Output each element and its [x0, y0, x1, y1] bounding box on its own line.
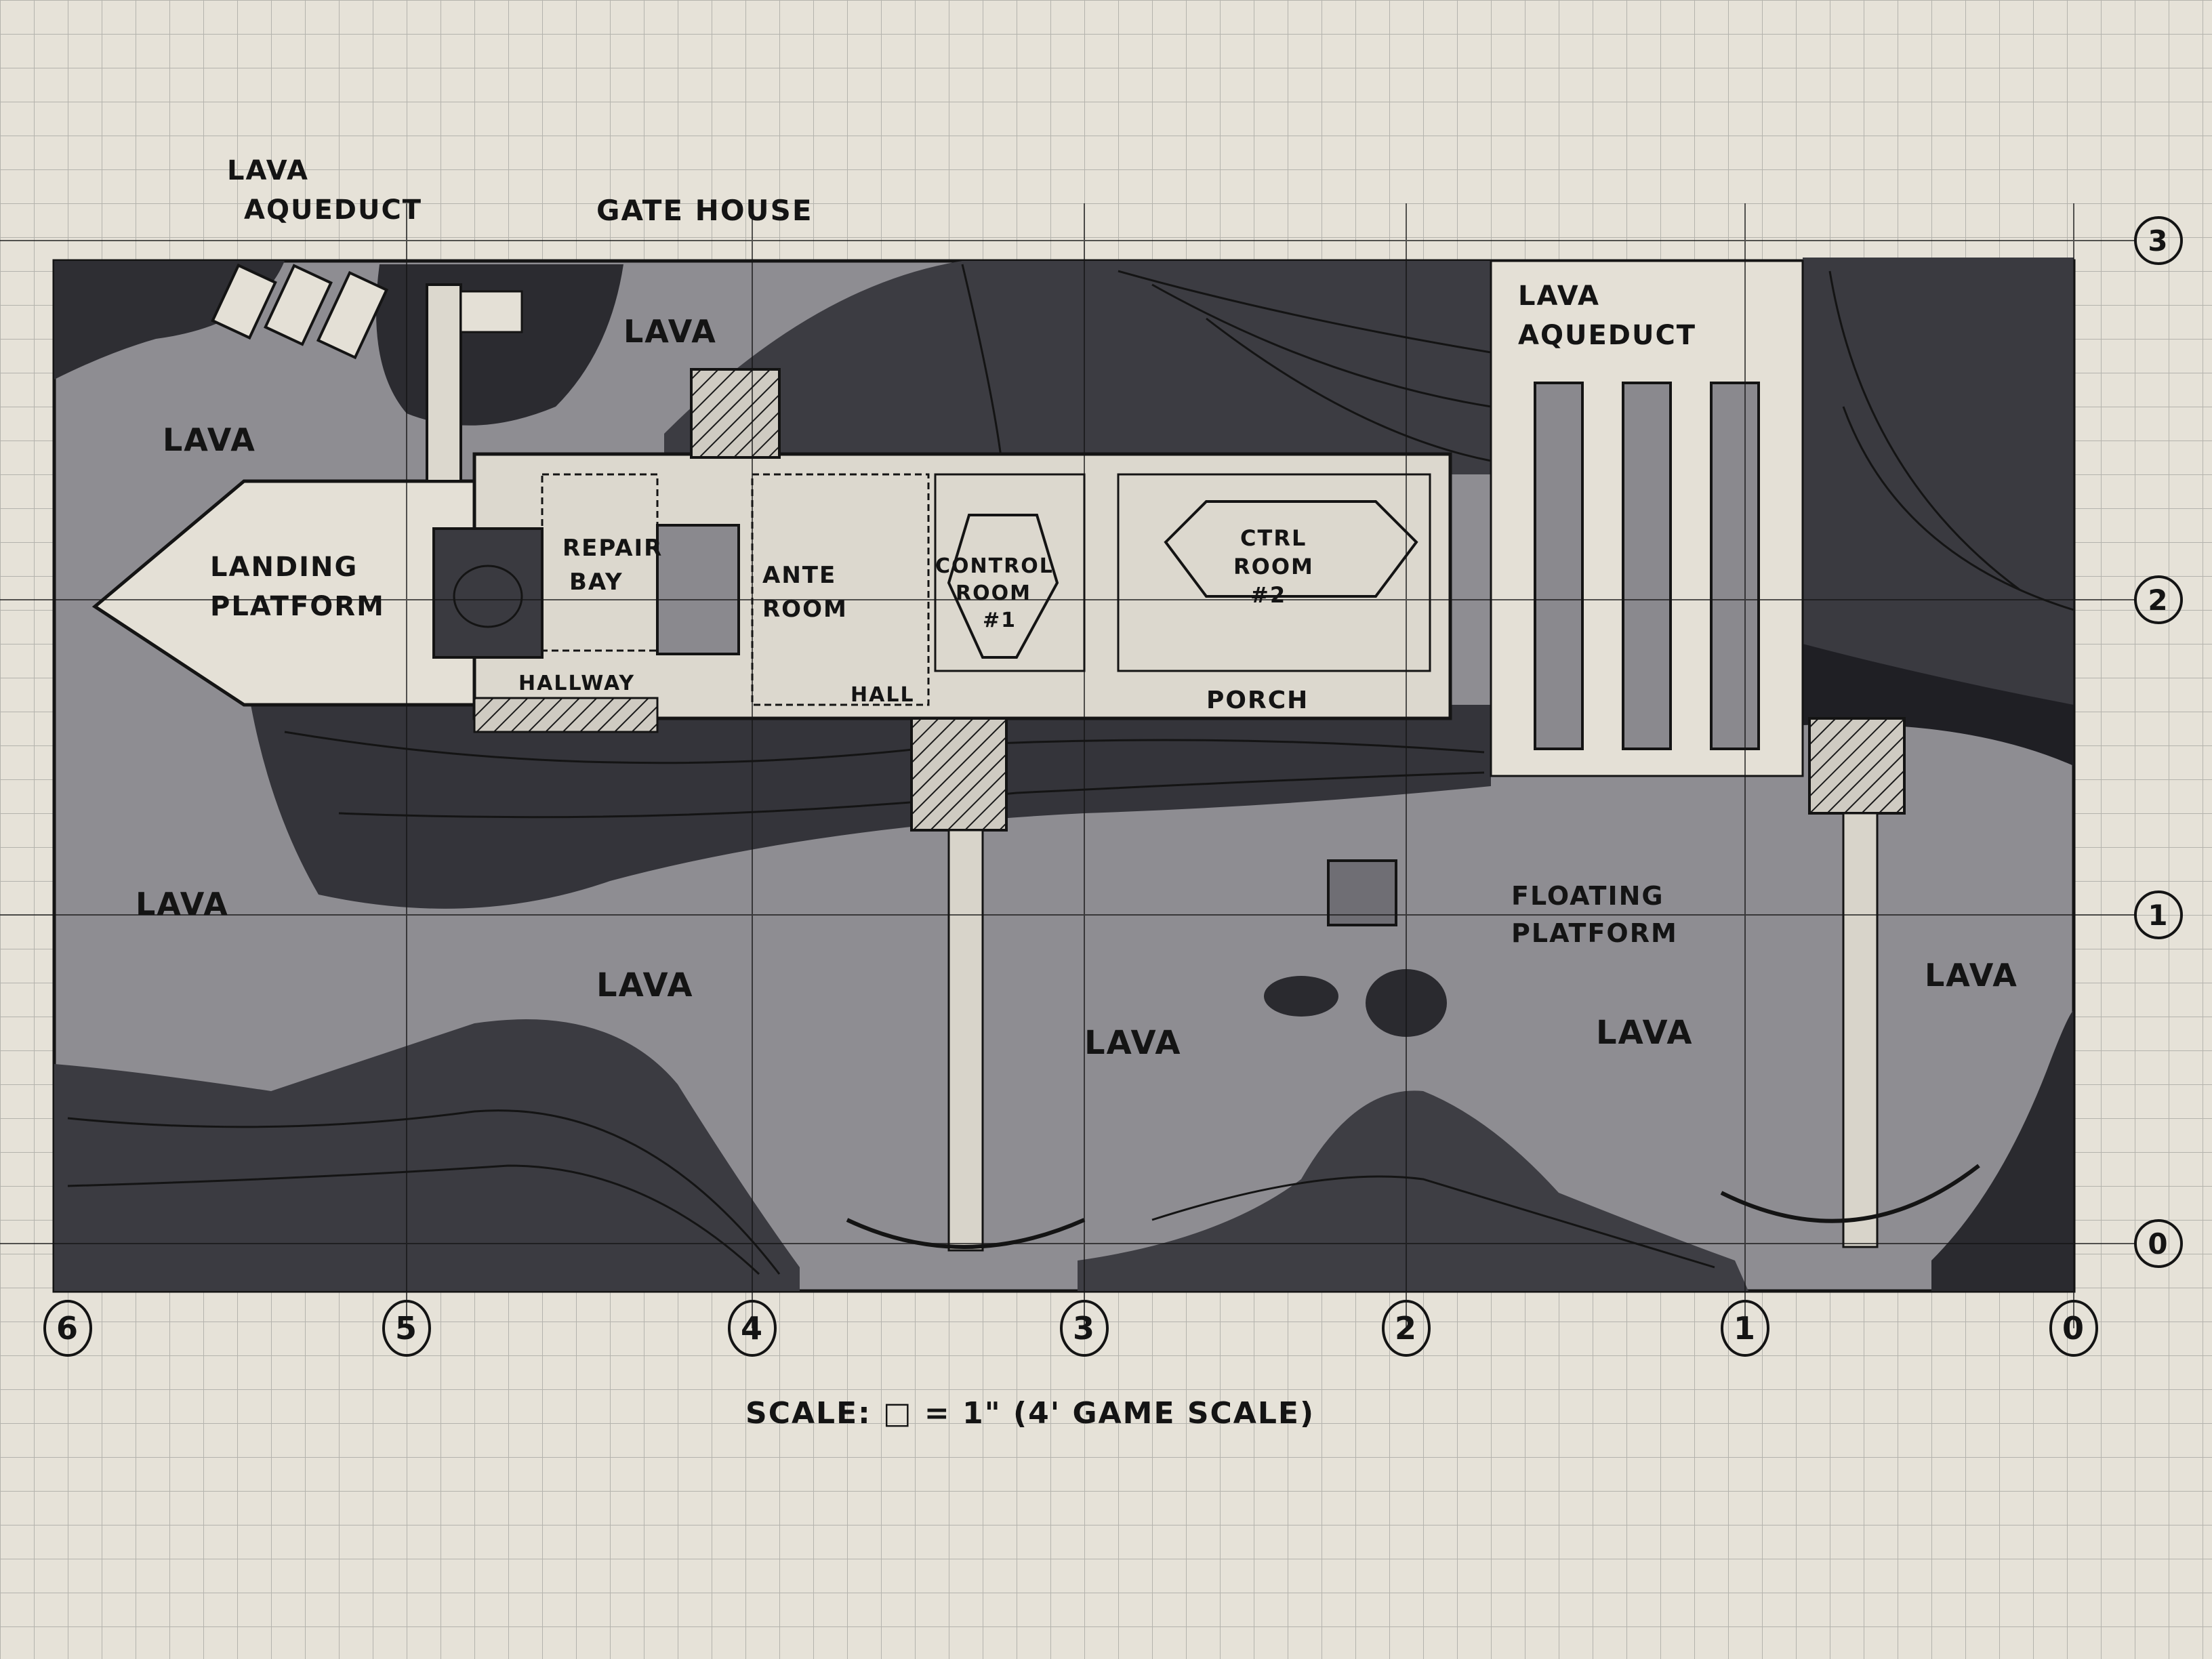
x-axis-markers: 6 5 4 3 2 1 0 [43, 1300, 2098, 1357]
rock-bottom-right [1931, 1010, 2074, 1291]
label-porch: PORCH [1206, 687, 1309, 714]
rock-bottom-center [1078, 1090, 1748, 1291]
lava-rock-1 [1264, 976, 1338, 1017]
gatehouse-tower [426, 283, 462, 483]
rock-band-middle [251, 705, 1491, 909]
repair-bay-target [453, 565, 523, 628]
x-axis-marker-label: 1 [1734, 1310, 1757, 1347]
aqueduct-right-channels [1534, 382, 1760, 750]
label-hall: HALL [851, 683, 915, 707]
ctrl-room-2-box [1117, 473, 1431, 672]
x-axis-marker-label: 2 [1395, 1310, 1418, 1347]
bridge-right [1842, 812, 1879, 1248]
x-axis-marker: 3 [1060, 1300, 1109, 1357]
label-lava-center: LAVA [1084, 1024, 1182, 1062]
repair-bay-pad [432, 527, 544, 659]
y-axis-marker: 3 [2134, 216, 2183, 265]
y-axis-marker-label: 3 [2148, 224, 2169, 258]
x-axis-marker: 6 [43, 1300, 92, 1357]
rock-top-right [1803, 258, 2074, 766]
control-room-1-hex [947, 514, 1059, 659]
label-gate-house: GATE HOUSE [596, 194, 813, 227]
y-axis-marker-label: 2 [2148, 583, 2169, 617]
repair-bay-room [541, 473, 659, 652]
x-axis-marker: 5 [382, 1300, 431, 1357]
hatch-column-center [910, 717, 1008, 832]
label-hallway: HALLWAY [518, 672, 635, 695]
x-axis-marker: 2 [1382, 1300, 1431, 1357]
y-axis-markers: 3 2 1 0 [2134, 216, 2183, 1268]
hatch-tower-top [690, 368, 781, 459]
construction-lines [0, 203, 2135, 1328]
y-axis-marker-label: 0 [2148, 1227, 2169, 1261]
building-body [472, 452, 1452, 720]
volcano-top [664, 261, 1491, 474]
label-lava-top-left: LAVA [163, 422, 256, 458]
bridge-right-feet [1720, 1164, 1980, 1223]
bridge-center [947, 829, 984, 1252]
hatch-hallway [473, 697, 659, 733]
x-axis-marker-label: 0 [2062, 1310, 2085, 1347]
hatch-column-right [1808, 717, 1906, 815]
label-lava-center-left: LAVA [596, 966, 694, 1004]
y-axis-marker: 0 [2134, 1219, 2183, 1268]
label-lava-center-right: LAVA [1596, 1014, 1694, 1052]
aqueduct-left [211, 263, 389, 360]
label-lava-right: LAVA [1925, 957, 2018, 994]
x-axis-marker-label: 6 [56, 1310, 79, 1347]
x-axis-marker-label: 5 [395, 1310, 418, 1347]
gatehouse-building [459, 290, 523, 333]
label-lava-left: LAVA [136, 886, 229, 922]
bridge-center-feet [846, 1218, 1086, 1249]
label-lava-top-mid: LAVA [623, 313, 717, 350]
x-axis-marker-label: 3 [1073, 1310, 1096, 1347]
rock-top-right-dark [1803, 644, 2074, 766]
x-axis-marker: 0 [2049, 1300, 2098, 1357]
y-axis-marker: 1 [2134, 890, 2183, 939]
x-axis-marker: 1 [1721, 1300, 1769, 1357]
rock-bottom-left [54, 1019, 800, 1291]
scale-note: SCALE: □ = 1" (4' GAME SCALE) [745, 1396, 1315, 1431]
x-axis-marker-label: 4 [741, 1310, 764, 1347]
contour-lines [67, 264, 2074, 1275]
ctrl-room-2-hex [1164, 500, 1418, 598]
x-axis-marker: 4 [728, 1300, 777, 1357]
y-axis-marker-label: 1 [2148, 899, 2169, 932]
y-axis-marker: 2 [2134, 575, 2183, 624]
repair-bay-block [656, 524, 740, 655]
